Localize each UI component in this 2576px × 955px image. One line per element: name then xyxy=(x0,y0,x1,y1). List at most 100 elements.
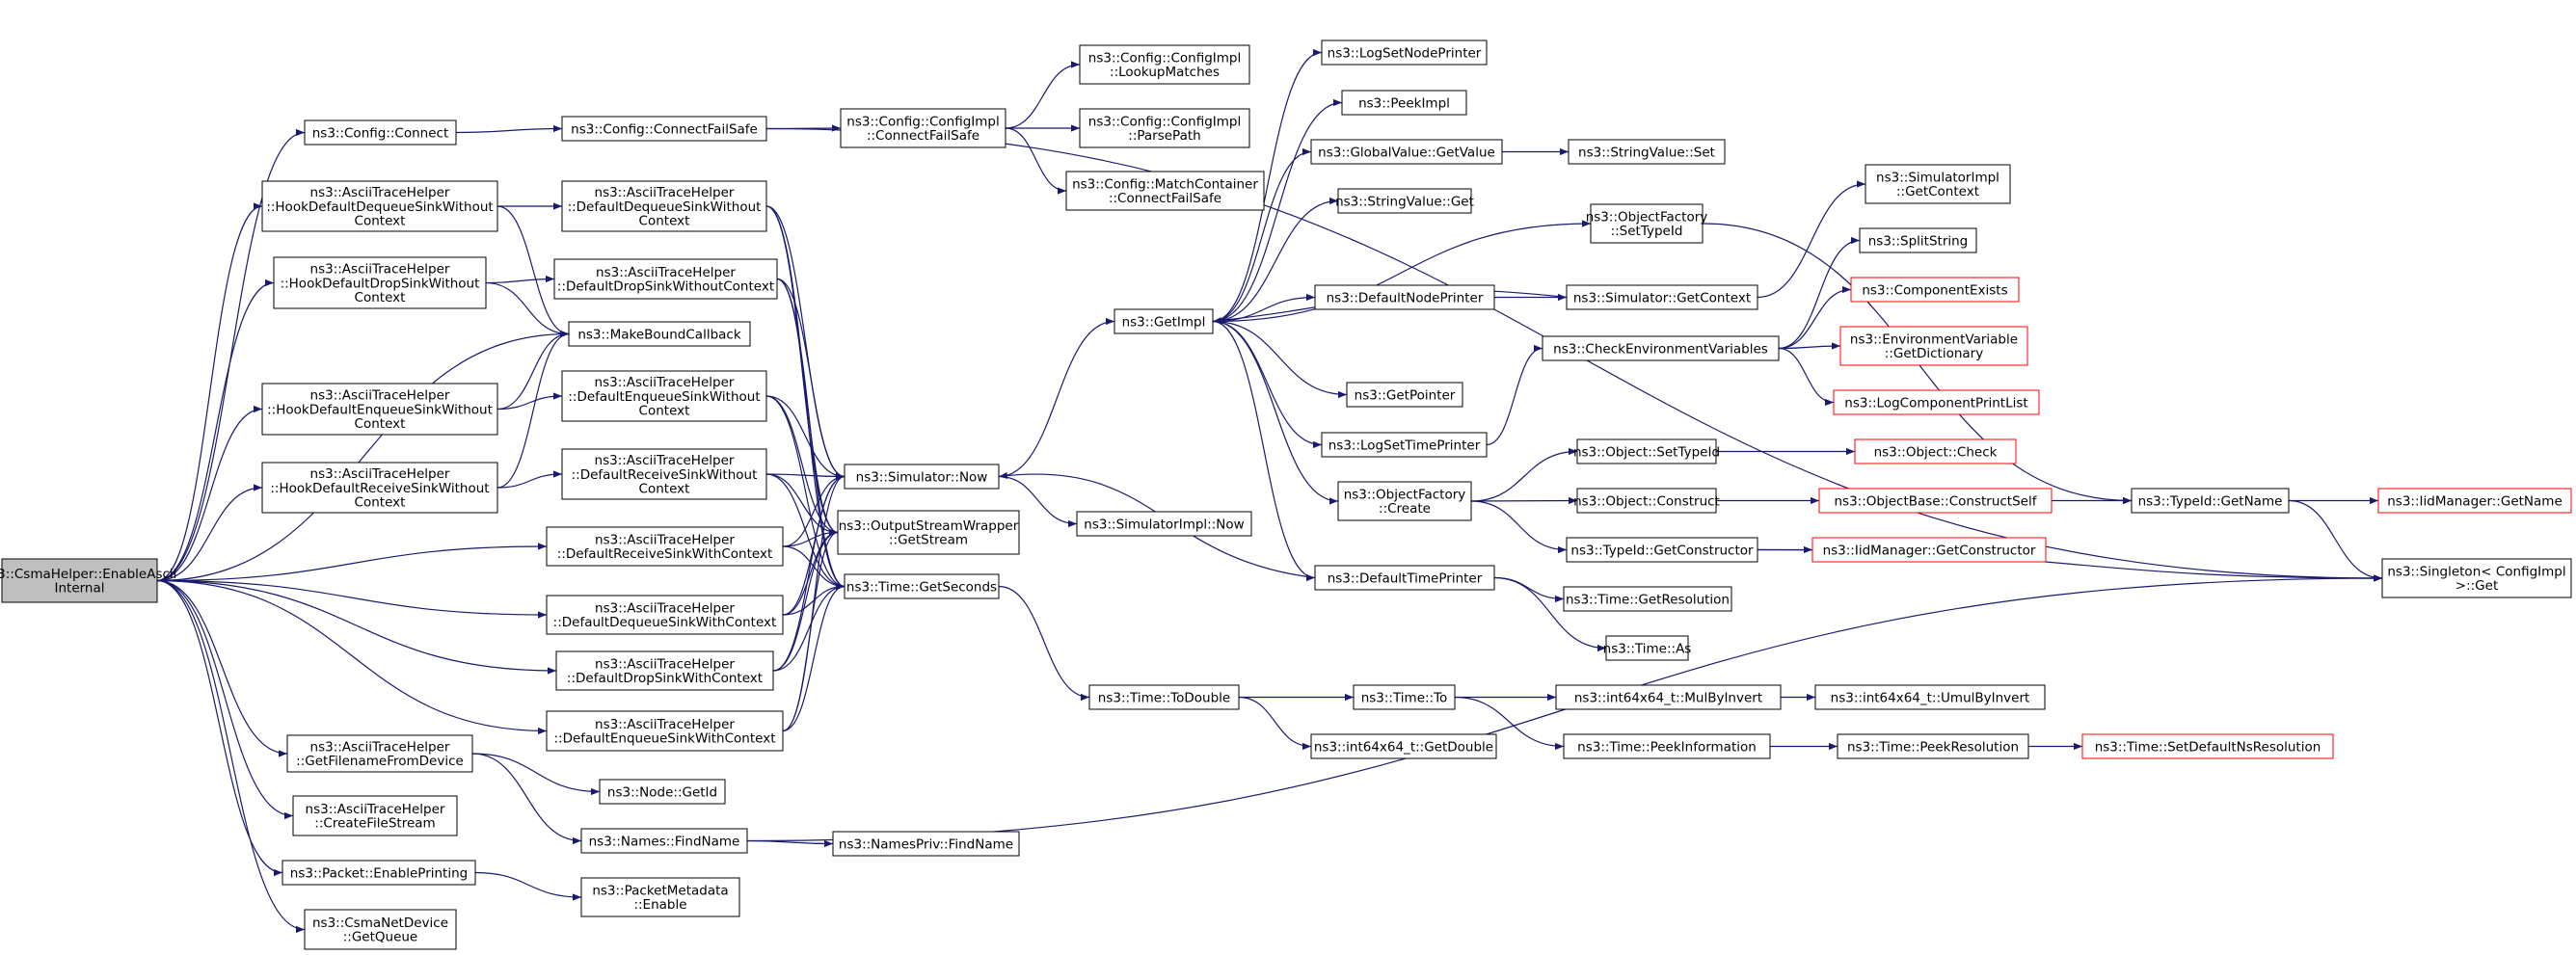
node-simimpl-getcontext[interactable]: ns3::SimulatorImpl::GetContext xyxy=(1865,164,2011,204)
node-label: Context xyxy=(355,495,406,511)
node-sim-now[interactable]: ns3::Simulator::Now xyxy=(844,464,1000,490)
node-i64-mulbyinvert[interactable]: ns3::int64x64_t::MulByInvert xyxy=(1555,684,1782,710)
node-envvar-getdict[interactable]: ns3::EnvironmentVariable::GetDictionary xyxy=(1839,326,2028,366)
node-def-enq-w[interactable]: ns3::AsciiTraceHelper::DefaultEnqueueSin… xyxy=(546,710,784,752)
node-time-peekres[interactable]: ns3::Time::PeekResolution xyxy=(1837,733,2029,759)
edge-getimpl-to-of_create xyxy=(1212,320,1339,505)
node-names-find[interactable]: ns3::Names::FindName xyxy=(580,828,748,854)
node-log-settimeprinter[interactable]: ns3::LogSetTimePrinter xyxy=(1321,432,1488,458)
node-obj-construct[interactable]: ns3::Object::Construct xyxy=(1573,488,1720,514)
node-label: ns3::SimulatorImpl xyxy=(1876,170,1999,185)
node-node-getid[interactable]: ns3::Node::GetId xyxy=(599,779,726,805)
edge-packet_enable-to-pkt_meta xyxy=(474,871,582,901)
node-match-cfs[interactable]: ns3::Config::MatchContainer::ConnectFail… xyxy=(1065,171,1265,211)
node-def-drop-w[interactable]: ns3::AsciiTraceHelper::DefaultDropSinkWi… xyxy=(555,650,774,691)
node-time-getres[interactable]: ns3::Time::GetResolution xyxy=(1563,586,1732,612)
node-of-settypeid[interactable]: ns3::ObjectFactory::SetTypeId xyxy=(1586,203,1708,244)
node-sv-get[interactable]: ns3::StringValue::Get xyxy=(1335,188,1474,214)
node-time-getseconds[interactable]: ns3::Time::GetSeconds xyxy=(844,573,1000,599)
node-splitstring[interactable]: ns3::SplitString xyxy=(1859,227,1977,253)
node-logcomp-printlist[interactable]: ns3::LogComponentPrintList xyxy=(1833,389,2040,415)
node-comp-exists[interactable]: ns3::ComponentExists xyxy=(1850,277,2020,303)
node-getimpl[interactable]: ns3::GetImpl xyxy=(1114,308,1214,334)
node-box xyxy=(1337,188,1472,214)
node-time-todouble[interactable]: ns3::Time::ToDouble xyxy=(1088,684,1240,710)
node-connect-failsafe[interactable]: ns3::Config::ConnectFailSafe xyxy=(561,116,767,142)
node-def-recv-wo[interactable]: ns3::AsciiTraceHelper::DefaultReceiveSin… xyxy=(561,448,767,500)
node-obj-settypeid[interactable]: ns3::Object::SetTypeId xyxy=(1573,438,1720,464)
node-box xyxy=(555,650,774,691)
node-iidmgr-getname[interactable]: ns3::IidManager::GetName xyxy=(2377,488,2572,514)
node-label: ns3::Names::FindName xyxy=(589,834,740,849)
node-make-bound[interactable]: ns3::MakeBoundCallback xyxy=(568,321,751,347)
node-getpointer[interactable]: ns3::GetPointer xyxy=(1346,382,1463,408)
node-label: ns3::PacketMetadata xyxy=(592,883,728,898)
node-label: ns3::AsciiTraceHelper xyxy=(310,388,450,404)
node-label: ns3::ComponentExists xyxy=(1862,282,2007,298)
edge-def_enq_w-to-sim_now xyxy=(782,472,845,732)
node-label: ::DefaultDropSinkWithoutContext xyxy=(557,279,774,295)
node-def-drop-wo[interactable]: ns3::AsciiTraceHelper::DefaultDropSinkWi… xyxy=(553,258,778,300)
node-simimpl-now[interactable]: ns3::SimulatorImpl::Now xyxy=(1076,511,1252,537)
node-label: ns3::MakeBoundCallback xyxy=(577,327,741,342)
node-label: ns3::IidManager::GetConstructor xyxy=(1823,543,2036,558)
node-configimpl-lookup[interactable]: ns3::Config::ConfigImpl::LookupMatches xyxy=(1079,44,1250,85)
node-label: ns3::AsciiTraceHelper xyxy=(595,656,735,672)
node-packet-enable[interactable]: ns3::Packet::EnablePrinting xyxy=(282,860,476,886)
node-singleton-get[interactable]: ns3::Singleton< ConfigImpl >::Get xyxy=(2381,558,2572,598)
edge-hook_enq-to-def_enq_wo xyxy=(496,392,563,411)
edge-sim_now-to-simimpl_now xyxy=(998,475,1078,528)
node-label: ::GetStream xyxy=(889,533,968,548)
node-def-timeprinter[interactable]: ns3::DefaultTimePrinter xyxy=(1314,565,1495,591)
node-box xyxy=(292,795,458,836)
node-def-nodeprinter[interactable]: ns3::DefaultNodePrinter xyxy=(1314,284,1495,310)
node-box xyxy=(1088,684,1240,710)
node-box xyxy=(840,108,1006,148)
node-create-file[interactable]: ns3::AsciiTraceHelper::CreateFileStream xyxy=(292,795,458,836)
node-label: ::SetTypeId xyxy=(1611,224,1683,239)
edge-def_enq_w-to-osw_getstream xyxy=(782,528,839,732)
node-typeid-getctor[interactable]: ns3::TypeId::GetConstructor xyxy=(1566,537,1758,563)
node-sv-set[interactable]: ns3::StringValue::Set xyxy=(1568,139,1726,165)
node-i64-umulbyinvert[interactable]: ns3::int64x64_t::UmulByInvert xyxy=(1814,684,2046,710)
node-typeid-getname[interactable]: ns3::TypeId::GetName xyxy=(2131,488,2290,514)
node-time-to[interactable]: ns3::Time::To xyxy=(1353,684,1456,710)
edge-root-to-csma_getqueue xyxy=(156,579,306,934)
node-time-setdefaultnsres[interactable]: ns3::Time::SetDefaultNsResolution xyxy=(2081,733,2334,759)
node-label: ::GetFilenameFromDevice xyxy=(296,754,464,769)
node-osw-getstream[interactable]: ns3::OutputStreamWrapper::GetStream xyxy=(837,510,1020,555)
node-label: ns3::AsciiTraceHelper xyxy=(595,717,735,732)
node-of-create[interactable]: ns3::ObjectFactory::Create xyxy=(1337,481,1472,521)
node-def-recv-w[interactable]: ns3::AsciiTraceHelper::DefaultReceiveSin… xyxy=(546,526,784,567)
node-time-peekinfo[interactable]: ns3::Time::PeekInformation xyxy=(1563,733,1771,759)
node-csma-getqueue[interactable]: ns3::CsmaNetDevice::GetQueue xyxy=(304,909,457,950)
node-pkt-meta[interactable]: ns3::PacketMetadata::Enable xyxy=(580,877,740,917)
node-hook-drop[interactable]: ns3::AsciiTraceHelper::HookDefaultDropSi… xyxy=(273,256,487,309)
node-gv-getvalue[interactable]: ns3::GlobalValue::GetValue xyxy=(1310,139,1503,165)
node-namespriv-find[interactable]: ns3::NamesPriv::FindName xyxy=(832,831,1020,857)
node-configimpl-cfs[interactable]: ns3::Config::ConfigImpl::ConnectFailSafe xyxy=(840,108,1006,148)
node-get-filename[interactable]: ns3::AsciiTraceHelper::GetFilenameFromDe… xyxy=(286,734,473,773)
node-def-enq-wo[interactable]: ns3::AsciiTraceHelper::DefaultEnqueueSin… xyxy=(561,370,767,422)
node-check-env[interactable]: ns3::CheckEnvironmentVariables xyxy=(1542,335,1780,361)
node-box xyxy=(1563,733,1771,759)
node-hook-recv[interactable]: ns3::AsciiTraceHelper::HookDefaultReceiv… xyxy=(261,462,498,514)
node-objbase-constructself[interactable]: ns3::ObjectBase::ConstructSelf xyxy=(1818,488,2053,514)
node-peekimpl[interactable]: ns3::PeekImpl xyxy=(1341,90,1467,116)
node-box xyxy=(1814,684,2046,710)
node-time-as[interactable]: ns3::Time::As xyxy=(1603,635,1692,661)
node-hook-enq[interactable]: ns3::AsciiTraceHelper::HookDefaultEnqueu… xyxy=(261,383,498,436)
node-obj-check[interactable]: ns3::Object::Check xyxy=(1854,438,2017,464)
node-label: ns3::NamesPriv::FindName xyxy=(839,836,1013,852)
node-hook-deq[interactable]: ns3::AsciiTraceHelper::HookDefaultDequeu… xyxy=(261,180,498,232)
node-def-deq-w[interactable]: ns3::AsciiTraceHelper::DefaultDequeueSin… xyxy=(546,595,784,635)
node-log-setnodeprinter[interactable]: ns3::LogSetNodePrinter xyxy=(1321,40,1488,66)
edge-getimpl-to-getpointer xyxy=(1212,320,1348,399)
node-def-deq-wo[interactable]: ns3::AsciiTraceHelper::DefaultDequeueSin… xyxy=(561,180,767,232)
node-configimpl-parse[interactable]: ns3::Config::ConfigImpl::ParsePath xyxy=(1079,108,1250,148)
node-sim-getcontext[interactable]: ns3::Simulator::GetContext xyxy=(1566,284,1758,310)
node-iidmgr-getctor[interactable]: ns3::IidManager::GetConstructor xyxy=(1811,537,2047,563)
node-config-connect[interactable]: ns3::Config::Connect xyxy=(304,119,457,146)
node-i64-getdouble[interactable]: ns3::int64x64_t::GetDouble xyxy=(1310,733,1497,759)
